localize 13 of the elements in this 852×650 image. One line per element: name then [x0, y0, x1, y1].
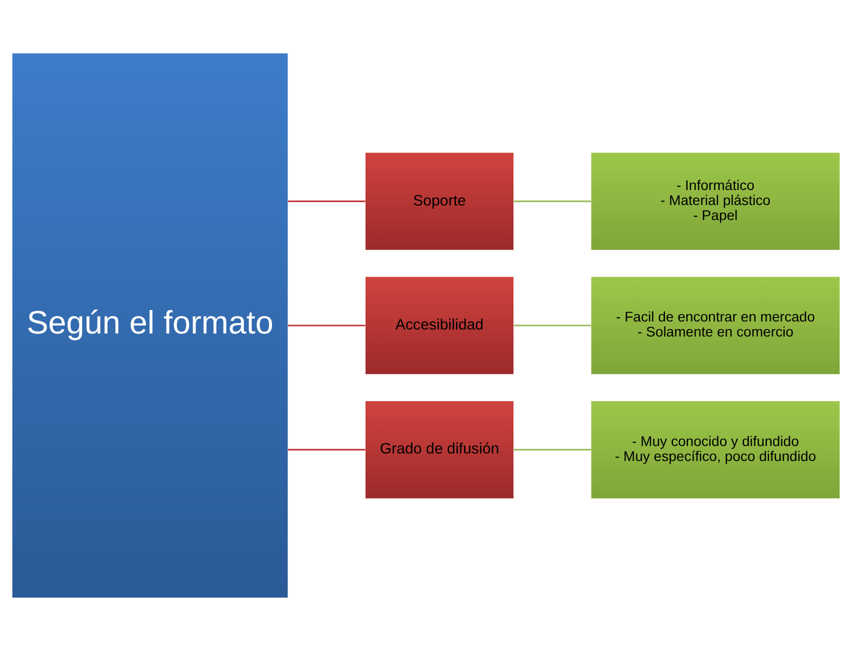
- connector: [288, 200, 366, 202]
- connector: [514, 324, 591, 326]
- node-box: Accesibilidad: [366, 276, 514, 374]
- connector: [288, 324, 366, 326]
- connector: [514, 200, 591, 202]
- node-box: Grado de difusión: [366, 400, 514, 498]
- node-box: - Facil de encontrar en mercado - Solamente en comercio: [591, 276, 840, 374]
- node-box: Según el formato: [12, 52, 288, 598]
- node-box: - Muy conocido y difundido - Muy específico, poco difundido: [591, 400, 840, 498]
- node-box: Soporte: [366, 152, 514, 250]
- connector: [288, 448, 366, 450]
- node-box: - Informático - Material plástico - Papel: [591, 152, 840, 250]
- connector: [514, 448, 591, 450]
